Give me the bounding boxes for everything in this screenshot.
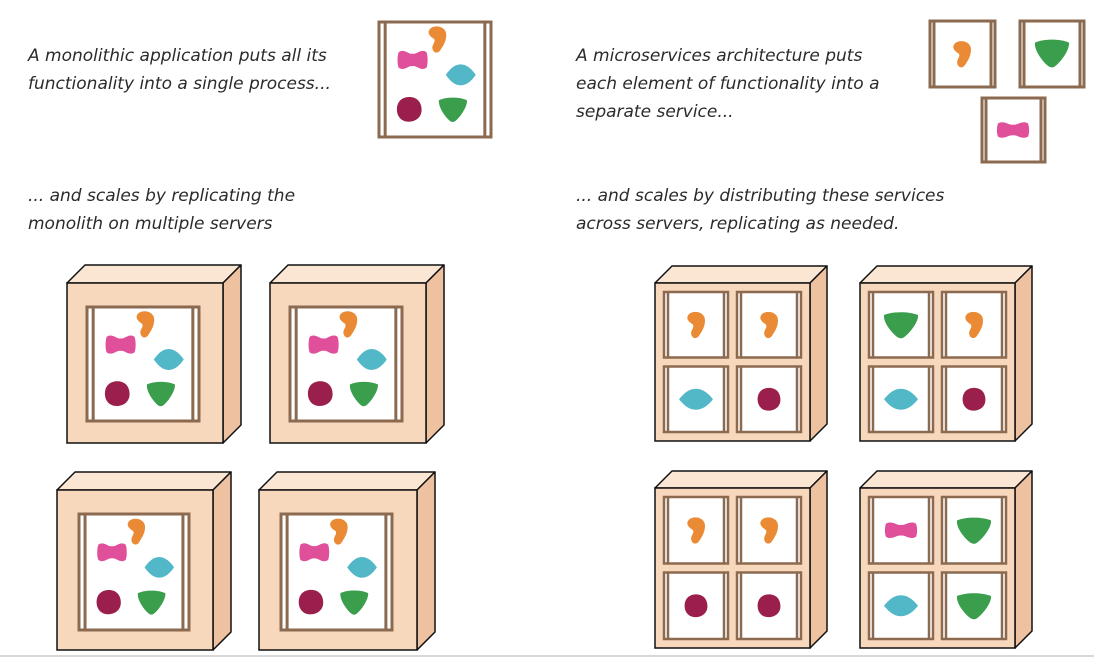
caption-line: monolith on multiple servers xyxy=(28,214,273,234)
server-top-face xyxy=(654,470,828,489)
server-side-face xyxy=(425,264,445,444)
server-side-face xyxy=(809,470,828,649)
caption-line: ... and scales by distributing these ser… xyxy=(576,186,945,206)
orange-blob-icon xyxy=(760,311,778,339)
server-side-face xyxy=(212,471,232,651)
orange-blob-icon xyxy=(330,518,348,545)
server-top-face xyxy=(859,470,1033,489)
pink-bowtie-icon xyxy=(884,522,918,539)
green-triangle-icon xyxy=(349,381,378,407)
maroon-circle-icon xyxy=(298,589,324,615)
maroon-circle-icon xyxy=(96,590,121,615)
orange-blob-icon xyxy=(136,311,155,338)
caption-line: A monolithic application puts all its xyxy=(28,46,327,66)
server-top-face xyxy=(56,471,232,491)
green-triangle-icon xyxy=(956,517,992,544)
teal-diamond-icon xyxy=(144,557,175,578)
green-triangle-icon xyxy=(146,381,175,407)
maroon-circle-icon xyxy=(104,381,130,406)
orange-blob-icon xyxy=(428,26,447,53)
server-top-face xyxy=(269,264,445,284)
server-top-face xyxy=(859,265,1033,284)
pink-bowtie-icon xyxy=(105,335,136,354)
pink-bowtie-icon xyxy=(308,335,339,354)
green-triangle-icon xyxy=(883,312,919,339)
server-side-face xyxy=(1014,265,1033,442)
monolith-scale-caption: ... and scales by replicating the monoli… xyxy=(28,182,295,238)
monolith-frame xyxy=(288,305,404,423)
caption-line: across servers, replicating as needed. xyxy=(576,214,900,234)
teal-diamond-icon xyxy=(356,348,387,370)
pink-bowtie-icon xyxy=(299,543,330,562)
maroon-circle-icon xyxy=(307,381,333,406)
orange-blob-icon xyxy=(339,311,358,338)
microservices-intro-caption: A microservices architecture puts each e… xyxy=(576,42,880,126)
teal-diamond-icon xyxy=(347,556,377,578)
green-triangle-icon xyxy=(137,590,166,615)
teal-diamond-icon xyxy=(884,388,918,410)
orange-blob-icon xyxy=(127,518,146,545)
maroon-circle-icon xyxy=(396,97,422,122)
orange-blob-icon xyxy=(953,41,971,68)
pink-bowtie-icon xyxy=(97,543,127,562)
monolith-intro-caption: A monolithic application puts all its fu… xyxy=(28,42,331,98)
server-side-face xyxy=(222,264,242,444)
green-triangle-icon xyxy=(340,590,369,615)
pink-bowtie-icon xyxy=(996,122,1030,138)
server-side-face xyxy=(1014,470,1033,649)
frame-border xyxy=(662,495,730,565)
caption-line: functionality into a single process... xyxy=(28,74,331,94)
service-frame xyxy=(867,290,935,359)
orange-blob-icon xyxy=(687,517,705,544)
server-top-face xyxy=(258,471,436,491)
server-side-face xyxy=(416,471,436,651)
teal-diamond-icon xyxy=(679,388,713,410)
maroon-circle-icon xyxy=(757,594,781,618)
frame-border xyxy=(288,305,404,423)
teal-diamond-icon xyxy=(153,348,184,370)
green-triangle-icon xyxy=(438,97,467,123)
green-triangle-icon xyxy=(956,593,992,620)
pink-bowtie-icon xyxy=(397,50,428,70)
caption-line: ... and scales by replicating the xyxy=(28,186,296,206)
caption-line: A microservices architecture puts xyxy=(576,46,863,66)
orange-blob-icon xyxy=(760,517,778,544)
bottom-divider xyxy=(0,655,1094,657)
server-side-face xyxy=(809,265,828,442)
orange-blob-icon xyxy=(687,311,705,339)
caption-line: each element of functionality into a xyxy=(576,74,880,94)
microservices-scale-caption: ... and scales by distributing these ser… xyxy=(576,182,944,238)
server-top-face xyxy=(654,265,828,284)
maroon-circle-icon xyxy=(757,387,781,411)
orange-blob-icon xyxy=(965,311,983,339)
server-top-face xyxy=(66,264,242,284)
service-frame xyxy=(662,495,730,565)
caption-line: separate service... xyxy=(576,102,734,122)
maroon-circle-icon xyxy=(962,387,986,411)
teal-diamond-icon xyxy=(445,64,476,86)
maroon-circle-icon xyxy=(684,594,708,618)
green-triangle-icon xyxy=(1034,39,1070,68)
teal-diamond-icon xyxy=(884,595,918,617)
